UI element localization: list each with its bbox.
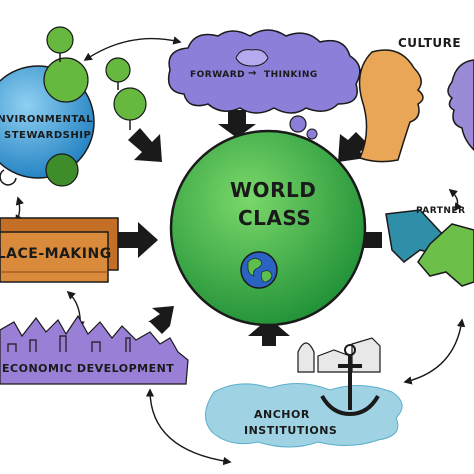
anchor-label-line1: ANCHOR xyxy=(254,408,310,421)
arrow-environment-forward xyxy=(83,36,182,61)
brain-icon xyxy=(235,49,269,67)
arrow-anchor-economic xyxy=(145,388,232,466)
recycle-icon xyxy=(0,169,17,186)
block-arrow-bottom xyxy=(248,318,290,346)
center-title-line1: WORLD xyxy=(230,178,317,202)
economic-development xyxy=(0,314,189,385)
earth-icon xyxy=(240,251,278,289)
forward-thinking-cloud xyxy=(167,29,361,140)
partnerships-label: PARTNER xyxy=(416,206,466,216)
building-dome xyxy=(297,337,381,373)
block-arrow-left xyxy=(118,222,158,258)
block-arrow-bottomleft xyxy=(148,306,174,334)
hand-right xyxy=(417,223,474,287)
anchor-label-line2: INSTITUTIONS xyxy=(244,424,338,437)
arrow-partnerships-anchor xyxy=(403,318,466,385)
anchor-institutions xyxy=(205,337,403,448)
block-arrow-topleft xyxy=(128,128,162,162)
environment-cluster xyxy=(0,26,147,187)
arrow-culture-partnerships xyxy=(448,188,463,212)
face-right xyxy=(447,59,474,152)
forward-label-left: FORWARD xyxy=(190,70,246,80)
anchor-icon xyxy=(320,356,380,417)
place-making-label: PLACE-MAKING xyxy=(0,246,112,262)
environment-label-line2: STEWARDSHIP xyxy=(4,130,92,141)
center-globe xyxy=(169,129,367,327)
forward-label-arrow: → xyxy=(248,68,257,79)
tree-trunks xyxy=(59,53,131,130)
block-arrow-topright xyxy=(338,132,368,162)
block-arrow-top xyxy=(218,110,256,138)
economic-development-label: ECONOMIC DEVELOPMENT xyxy=(2,362,175,375)
tree-icon xyxy=(43,26,147,187)
culture-label: CULTURE xyxy=(398,36,462,50)
face-left xyxy=(358,49,424,163)
water xyxy=(205,383,403,448)
place-making-sign xyxy=(0,217,119,283)
environment-label-line1: ENVIRONMENTAL xyxy=(0,114,94,125)
forward-label-right: THINKING xyxy=(264,70,318,80)
skyline xyxy=(7,335,131,352)
earth-continents xyxy=(247,258,273,283)
partnership-handshake xyxy=(385,209,474,287)
culture-faces xyxy=(358,49,474,163)
center-title-line2: CLASS xyxy=(238,206,312,230)
